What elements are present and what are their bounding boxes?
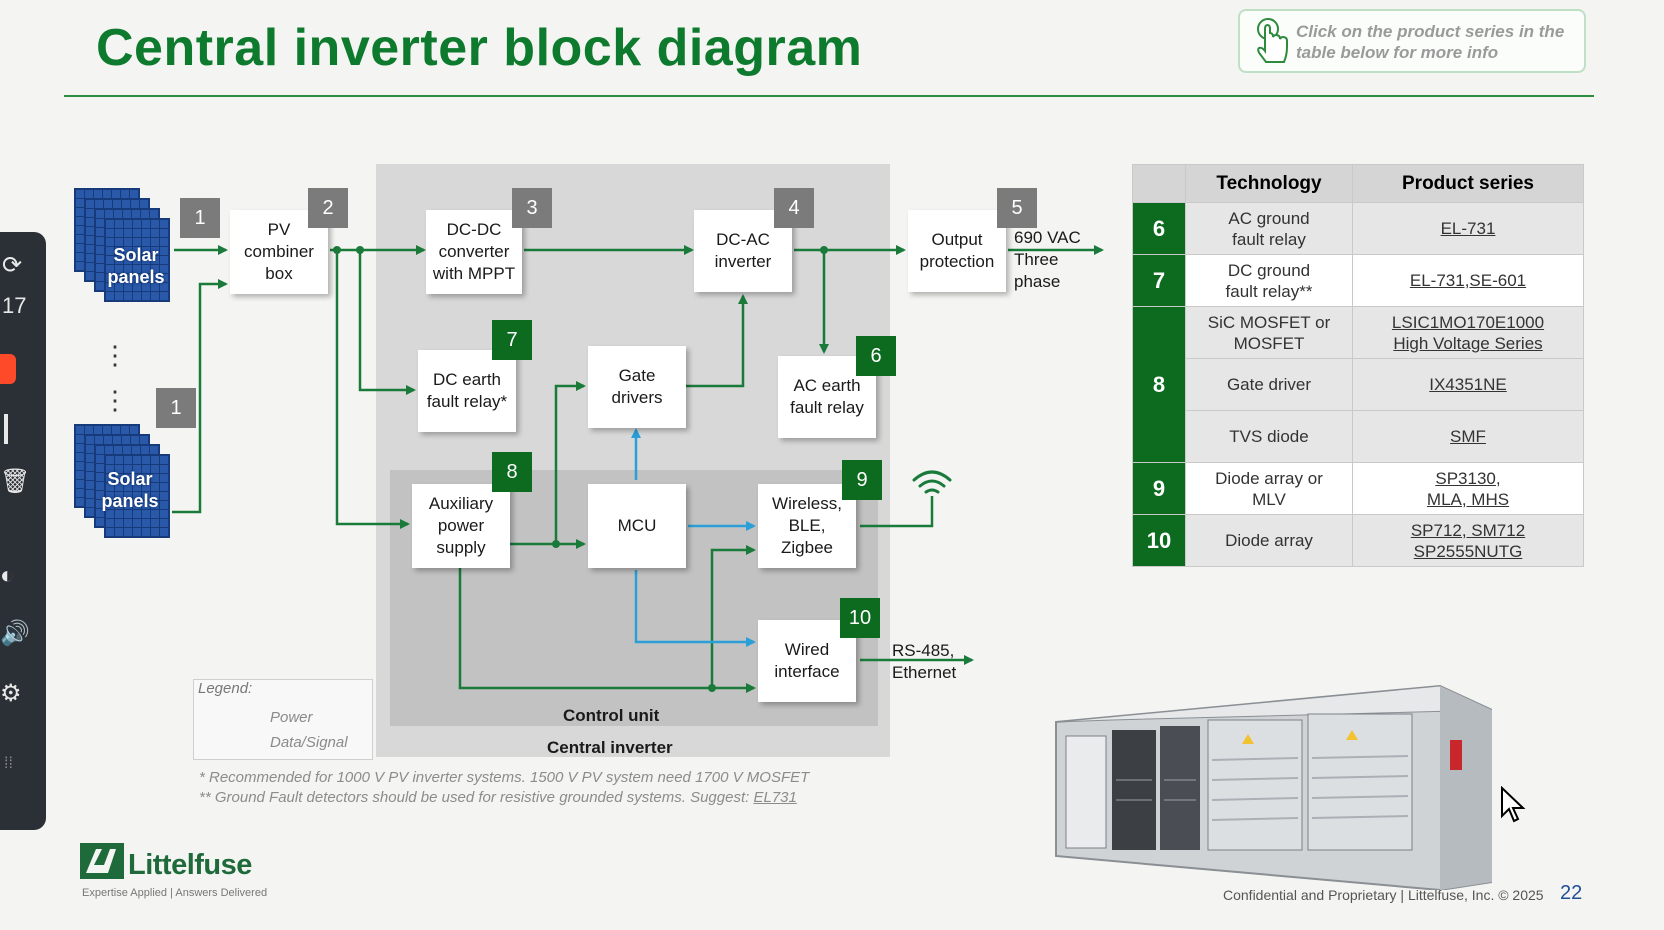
table-row: 10 Diode array SP712, SM712 SP2555NUTG: [1132, 514, 1584, 567]
central-inverter-label: Central inverter: [547, 738, 673, 757]
logo-text: Littelfuse: [128, 849, 252, 881]
product-link[interactable]: SMF: [1352, 410, 1584, 463]
badge-7: 7: [492, 320, 532, 360]
inverter-container-image: [1055, 684, 1492, 890]
output-voltage-label: 690 VAC Three phase: [1014, 228, 1081, 291]
trash-icon[interactable]: 🗑: [0, 468, 31, 495]
legend-title: Legend:: [198, 680, 253, 697]
dc-earth-fault-relay-block: DC earth fault relay*: [418, 350, 516, 432]
hint-box: Click on the product series in the table…: [1238, 9, 1586, 73]
footnote-2-text: ** Ground Fault detectors should be used…: [199, 789, 754, 806]
wifi-icon: [912, 470, 952, 494]
table-row: 7 DC ground fault relay** EL-731,SE-601: [1132, 254, 1584, 307]
table-row: 6 AC ground fault relay EL-731: [1132, 202, 1584, 255]
table-header-technology: Technology: [1185, 164, 1353, 203]
hint-text: Click on the product series in the table…: [1296, 22, 1565, 62]
table-header-row: Technology Product series: [1132, 164, 1584, 203]
footnote-1: * Recommended for 1000 V PV inverter sys…: [199, 769, 810, 786]
badge-4: 4: [774, 188, 814, 228]
badge-3: 3: [512, 188, 552, 228]
page-title: Central inverter block diagram: [96, 19, 863, 77]
mouse-cursor-icon: [1501, 786, 1526, 823]
text-cursor-icon[interactable]: [4, 414, 8, 444]
badge-8: 8: [492, 452, 532, 492]
legend-signal: Data/Signal: [270, 734, 348, 751]
badge-6: 6: [856, 336, 896, 376]
solar-panel-group-top: Solar panels: [74, 188, 170, 302]
shield-icon[interactable]: ◐: [0, 562, 15, 589]
row-number: 7: [1132, 254, 1186, 307]
rs485-label: RS-485, Ethernet: [892, 641, 957, 682]
volume-icon[interactable]: 🔊: [0, 620, 30, 647]
presenter-sidebar: ⟳ 17 🗑 ◐ 🔊 ⚙ ⁞⁞: [0, 232, 46, 830]
ellipsis: ⋮: [102, 385, 128, 415]
row-technology: Diode array or MLV: [1185, 462, 1353, 515]
el731-link[interactable]: EL731: [753, 789, 797, 806]
badge-5: 5: [997, 188, 1037, 228]
row-technology: DC ground fault relay**: [1185, 254, 1353, 307]
pv-combiner-box: PV combiner box: [230, 210, 328, 294]
table-row: 8 SiC MOSFET or MOSFET LSIC1MO170E1000 H…: [1132, 306, 1584, 463]
legend-power: Power: [270, 709, 313, 726]
confidential-notice: Confidential and Proprietary | Littelfus…: [1223, 887, 1544, 903]
grip-icon[interactable]: ⁞⁞: [4, 755, 13, 772]
junction-dot: [333, 246, 341, 254]
table-row: Gate driver IX4351NE: [1133, 358, 1584, 411]
product-table: Technology Product series 6 AC ground fa…: [1132, 164, 1584, 567]
table-header-product: Product series: [1352, 164, 1584, 203]
product-link[interactable]: IX4351NE: [1352, 358, 1584, 411]
slide-number: 17: [2, 293, 27, 318]
product-link[interactable]: SP712, SM712 SP2555NUTG: [1352, 514, 1584, 567]
refresh-icon[interactable]: ⟳: [2, 252, 23, 279]
product-link[interactable]: LSIC1MO170E1000 High Voltage Series: [1352, 306, 1584, 359]
dc-ac-inverter-block: DC-AC inverter: [694, 210, 792, 292]
control-unit-label: Control unit: [563, 706, 660, 725]
littelfuse-logo: Littelfuse: [80, 843, 252, 884]
table-row: TVS diode SMF: [1133, 410, 1584, 463]
settings-icon[interactable]: ⚙: [0, 680, 22, 707]
solar-panels-label: Solar panels: [101, 469, 159, 511]
row-technology: Gate driver: [1185, 358, 1353, 411]
mcu-block: MCU: [588, 484, 686, 568]
gate-drivers-block: Gate drivers: [588, 346, 686, 428]
product-link[interactable]: EL-731,SE-601: [1352, 254, 1584, 307]
row-technology: Diode array: [1185, 514, 1353, 567]
badge-1: 1: [156, 388, 196, 428]
row-technology: TVS diode: [1185, 410, 1353, 463]
littelfuse-logo-icon: [80, 843, 124, 879]
product-link[interactable]: SP3130, MLA, MHS: [1352, 462, 1584, 515]
product-link[interactable]: EL-731: [1352, 202, 1584, 255]
solar-panels-label: Solar panels: [107, 245, 165, 287]
junction-dot: [356, 246, 364, 254]
row-number: 8: [1132, 306, 1186, 463]
legend: Legend: Power Data/Signal: [193, 679, 373, 760]
row-number: 9: [1132, 462, 1186, 515]
page-number: 22: [1560, 882, 1583, 904]
wireless-block: Wireless, BLE, Zigbee: [758, 484, 856, 568]
badge-10: 10: [840, 598, 880, 638]
badge-1: 1: [180, 198, 220, 238]
badge-2: 2: [308, 188, 348, 228]
ellipsis: ⋮: [102, 340, 128, 370]
solar-panel-group-bottom: Solar panels: [74, 424, 170, 538]
row-technology: SiC MOSFET or MOSFET: [1185, 306, 1353, 359]
dc-dc-converter-block: DC-DC converter with MPPT: [426, 210, 522, 294]
row-number: 10: [1132, 514, 1186, 567]
table-row: 9 Diode array or MLV SP3130, MLA, MHS: [1132, 462, 1584, 515]
wired-interface-block: Wired interface: [758, 620, 856, 702]
footnote-2: ** Ground Fault detectors should be used…: [199, 789, 797, 806]
record-icon[interactable]: [0, 354, 16, 384]
badge-9: 9: [842, 460, 882, 500]
table-header-num: [1132, 164, 1186, 203]
auxiliary-power-supply-block: Auxiliary power supply: [412, 484, 510, 568]
row-number: 6: [1132, 202, 1186, 255]
tagline: Expertise Applied | Answers Delivered: [82, 887, 268, 899]
hand-pointer-icon: [1257, 18, 1288, 63]
output-protection-block: Output protection: [908, 210, 1006, 292]
title-divider: [64, 95, 1594, 97]
row-technology: AC ground fault relay: [1185, 202, 1353, 255]
